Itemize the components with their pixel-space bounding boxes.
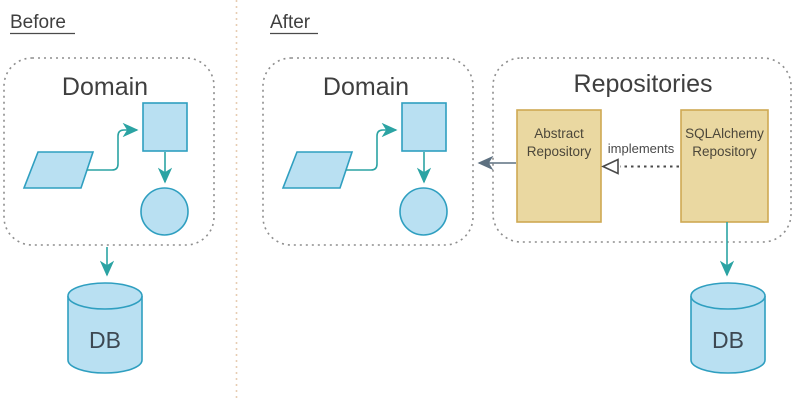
before-section-label: Before [10,12,66,33]
abstract-repository-rect [516,109,602,223]
arrow-parallelogram-to-square [346,122,398,171]
before-db-cylinder: DB [67,282,143,374]
repositories-label: Repositories [574,70,713,98]
before-domain-label: Domain [62,73,148,101]
cylinder-top [690,282,766,310]
before-db-label: DB [89,327,121,353]
sqlalchemy-repository-box: SQLAlchemy Repository [680,109,769,223]
cylinder-body [67,296,143,374]
sqlalchemy-repository-label-line1: SQLAlchemy [685,126,764,141]
after-db-label: DB [712,327,744,353]
after-domain-box [262,57,474,246]
after-db-cylinder: DB [690,282,766,374]
abstract-repository-label-line2: Repository [527,144,592,159]
cylinder-top [67,282,143,310]
sqlalchemy-repository-label-line2: Repository [692,144,757,159]
sqlalchemy-repository-rect [680,109,769,223]
abstract-repository-label-line1: Abstract [534,126,584,141]
implements-hollow-arrowhead [601,158,619,175]
abstract-repository-box: Abstract Repository [516,109,602,223]
before-parallelogram-shape [22,151,95,189]
before-square-shape [142,102,188,152]
after-section: After Domain Repositories Abstract Repos… [262,12,792,374]
after-parallelogram-shape [281,151,354,189]
implements-label: implements [608,141,675,156]
before-section: Before Domain DB [3,12,215,374]
after-section-label: After [270,12,311,33]
repositories-box [492,57,792,243]
after-square-shape [401,102,447,152]
arrow-parallelogram-to-square [87,122,139,171]
cylinder-body [690,296,766,374]
after-circle-shape [399,187,448,236]
before-domain-box [3,57,215,246]
after-domain-label: Domain [323,73,409,101]
before-circle-shape [140,187,189,236]
